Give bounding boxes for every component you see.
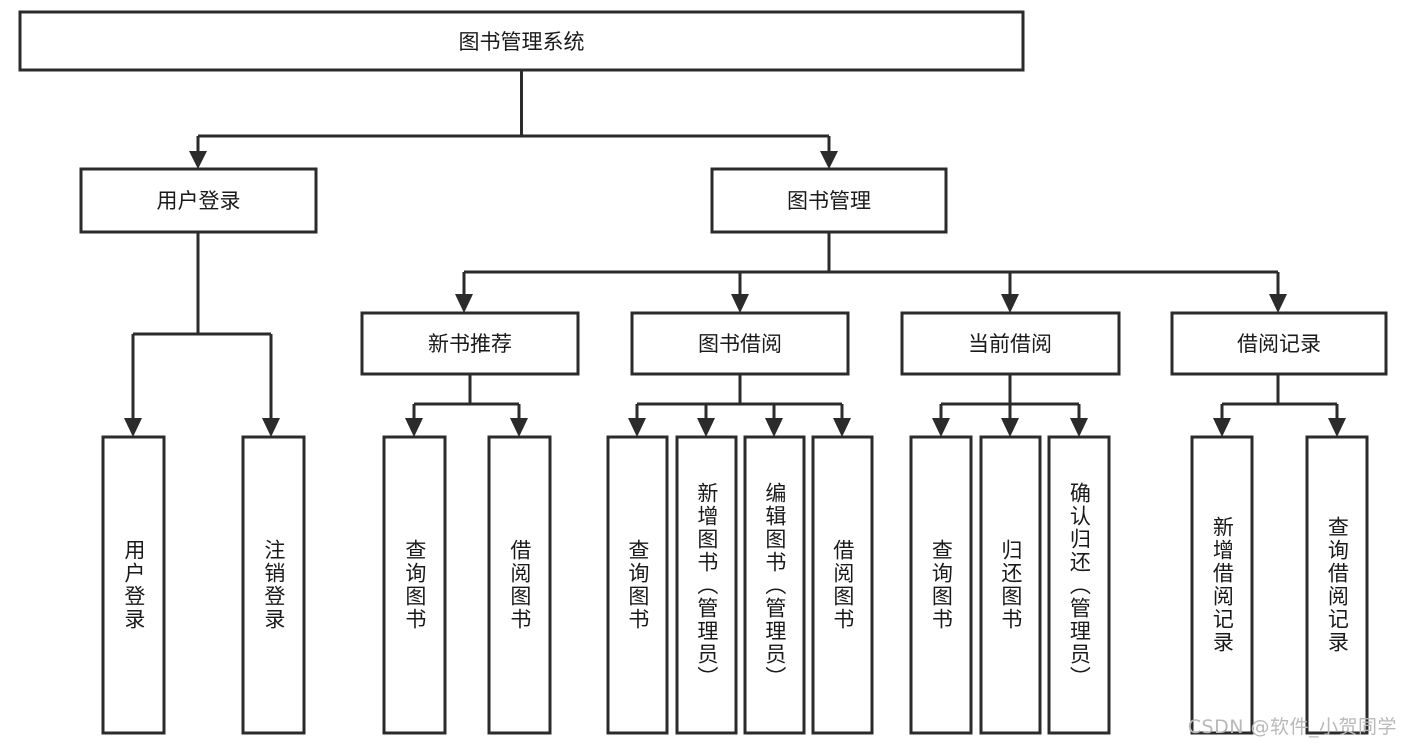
csdn-watermark: CSDN @软件_小贺同学	[1187, 716, 1397, 738]
leaf-node-query-book-1-box[interactable]	[382, 435, 447, 735]
arrow-to-current-borrow	[1001, 294, 1019, 313]
leaf-node-logout-box[interactable]	[241, 435, 306, 735]
arrow-to-borrow-record	[1269, 294, 1287, 313]
leaf-node-query-book-3-box[interactable]	[909, 435, 973, 735]
leaf-node-user-login-box[interactable]	[101, 435, 166, 735]
node-book-management-box[interactable]	[710, 167, 948, 234]
leaf-node-add-book-admin[interactable]	[675, 435, 738, 735]
arrow-leaf-query-book-3	[932, 418, 950, 437]
leaf-node-query-book-1[interactable]	[382, 435, 447, 735]
leaf-node-confirm-return-admin[interactable]	[1047, 435, 1111, 735]
node-user-login-box[interactable]	[79, 167, 318, 234]
leaf-node-user-login[interactable]	[101, 435, 166, 735]
connector-group-root	[189, 70, 838, 169]
node-book-borrow-box[interactable]	[630, 311, 850, 376]
node-book-management-label: 图书管理	[787, 189, 871, 213]
arrow-to-book-borrow	[731, 294, 749, 313]
arrow-leaf-borrow-book-2	[833, 418, 851, 437]
leaf-node-return-book[interactable]	[979, 435, 1042, 735]
arrow-leaf-logout	[262, 418, 280, 437]
leaf-node-query-book-3[interactable]	[909, 435, 973, 735]
leaf-node-return-book-box[interactable]	[979, 435, 1042, 735]
node-root-system-box[interactable]	[18, 10, 1025, 72]
leaf-node-borrow-book-2[interactable]	[811, 435, 874, 735]
arrow-leaf-query-record	[1328, 418, 1346, 437]
leaf-node-edit-book-admin-box[interactable]	[743, 435, 806, 735]
leaf-node-edit-book-admin[interactable]	[743, 435, 806, 735]
node-borrow-record-label: 借阅记录	[1237, 332, 1321, 356]
node-new-book-recommend-label: 新书推荐	[428, 332, 512, 356]
arrow-leaf-add-book	[697, 418, 715, 437]
node-borrow-record-box[interactable]	[1170, 311, 1388, 376]
arrow-leaf-return-book	[1001, 418, 1019, 437]
arrow-leaf-user-login	[124, 418, 142, 437]
leaf-node-add-book-admin-box[interactable]	[675, 435, 738, 735]
node-root-system-label: 图书管理系统	[459, 30, 585, 54]
leaf-node-query-book-2[interactable]	[606, 435, 669, 735]
node-current-borrow-box[interactable]	[900, 311, 1121, 376]
node-user-login[interactable]: 用户登录	[79, 167, 318, 234]
arrow-leaf-add-record	[1213, 418, 1231, 437]
connector-group-current-borrow	[932, 374, 1088, 437]
leaf-node-borrow-book-2-box[interactable]	[811, 435, 874, 735]
node-new-book-recommend-box[interactable]	[360, 311, 580, 376]
leaf-node-add-borrow-record-box[interactable]	[1190, 435, 1254, 735]
node-user-login-label: 用户登录	[157, 189, 241, 213]
connector-group-user-login	[124, 232, 280, 437]
node-borrow-record[interactable]: 借阅记录	[1170, 311, 1388, 376]
arrow-to-new-book-rec	[455, 294, 473, 313]
node-new-book-recommend[interactable]: 新书推荐	[360, 311, 580, 376]
arrow-leaf-query-book-2	[628, 418, 646, 437]
leaf-node-borrow-book-1-box[interactable]	[487, 435, 552, 735]
leaf-node-confirm-return-admin-box[interactable]	[1047, 435, 1111, 735]
arrow-leaf-confirm-return	[1070, 418, 1088, 437]
leaf-node-logout[interactable]	[241, 435, 306, 735]
node-current-borrow-label: 当前借阅	[968, 332, 1052, 356]
node-book-borrow-label: 图书借阅	[698, 332, 782, 356]
arrow-to-user-login	[189, 151, 207, 169]
node-root-system[interactable]: 图书管理系统	[18, 10, 1025, 72]
connector-group-borrow-record	[1213, 374, 1346, 437]
arrow-to-book-mgmt	[820, 151, 838, 169]
arrow-leaf-borrow-book-1	[510, 418, 528, 437]
leaf-node-add-borrow-record[interactable]	[1190, 435, 1254, 735]
leaf-node-borrow-book-1[interactable]	[487, 435, 552, 735]
leaf-node-query-borrow-record[interactable]	[1305, 435, 1369, 735]
node-book-management[interactable]: 图书管理	[710, 167, 948, 234]
connector-group-book-mgmt	[455, 232, 1287, 313]
node-current-borrow[interactable]: 当前借阅	[900, 311, 1121, 376]
leaf-node-query-book-2-box[interactable]	[606, 435, 669, 735]
arrow-leaf-edit-book	[765, 418, 783, 437]
arrow-leaf-query-book-1	[405, 418, 423, 437]
connector-group-book-borrow	[628, 374, 851, 437]
leaf-node-query-borrow-record-box[interactable]	[1305, 435, 1369, 735]
connector-group-new-book-rec	[405, 374, 528, 437]
node-book-borrow[interactable]: 图书借阅	[630, 311, 850, 376]
